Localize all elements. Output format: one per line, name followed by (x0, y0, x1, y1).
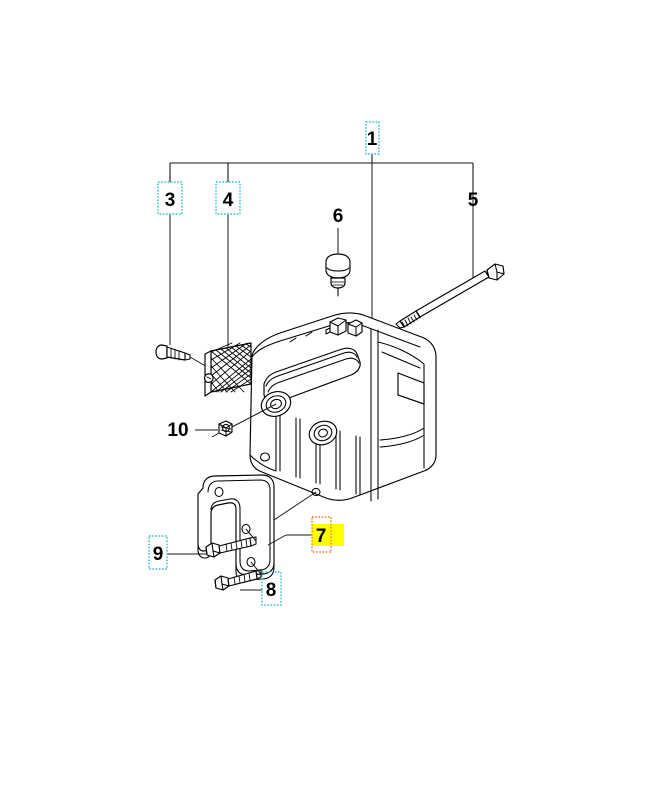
part-muffler-body (249, 312, 437, 502)
part-muffler-bracket (197, 474, 317, 581)
part-plug-cap (325, 253, 351, 297)
part-spark-arrestor-screen (204, 342, 252, 397)
part-nut-10 (211, 403, 277, 438)
assembly-group-bracket (169, 154, 474, 196)
leader-lines (167, 163, 474, 591)
callout-label-1[interactable]: 1 (367, 129, 378, 150)
callout-label-6[interactable]: 6 (333, 206, 344, 227)
part-long-bolt (395, 263, 505, 329)
callout-8-box (261, 571, 282, 606)
callout-label-5[interactable]: 5 (468, 190, 479, 211)
callout-label-3[interactable]: 3 (165, 190, 176, 211)
callout-label-9[interactable]: 9 (153, 544, 164, 565)
callout-7-box (311, 516, 332, 553)
callout-label-4[interactable]: 4 (223, 190, 234, 211)
part-screw-9 (205, 528, 257, 558)
callout-4-box (215, 181, 241, 215)
part-screw-8 (214, 561, 262, 591)
callout-boxes (148, 121, 380, 606)
callout-3-box (157, 181, 183, 215)
callout-7-highlight (312, 524, 344, 546)
callout-label-8[interactable]: 8 (266, 580, 277, 601)
part-screw-3 (155, 344, 229, 380)
callout-label-10[interactable]: 10 (167, 420, 188, 441)
callout-1-box (365, 121, 380, 155)
callout-labels: 1 3 4 5 6 7 8 9 10 (153, 129, 479, 601)
callout-label-7[interactable]: 7 (316, 526, 327, 547)
